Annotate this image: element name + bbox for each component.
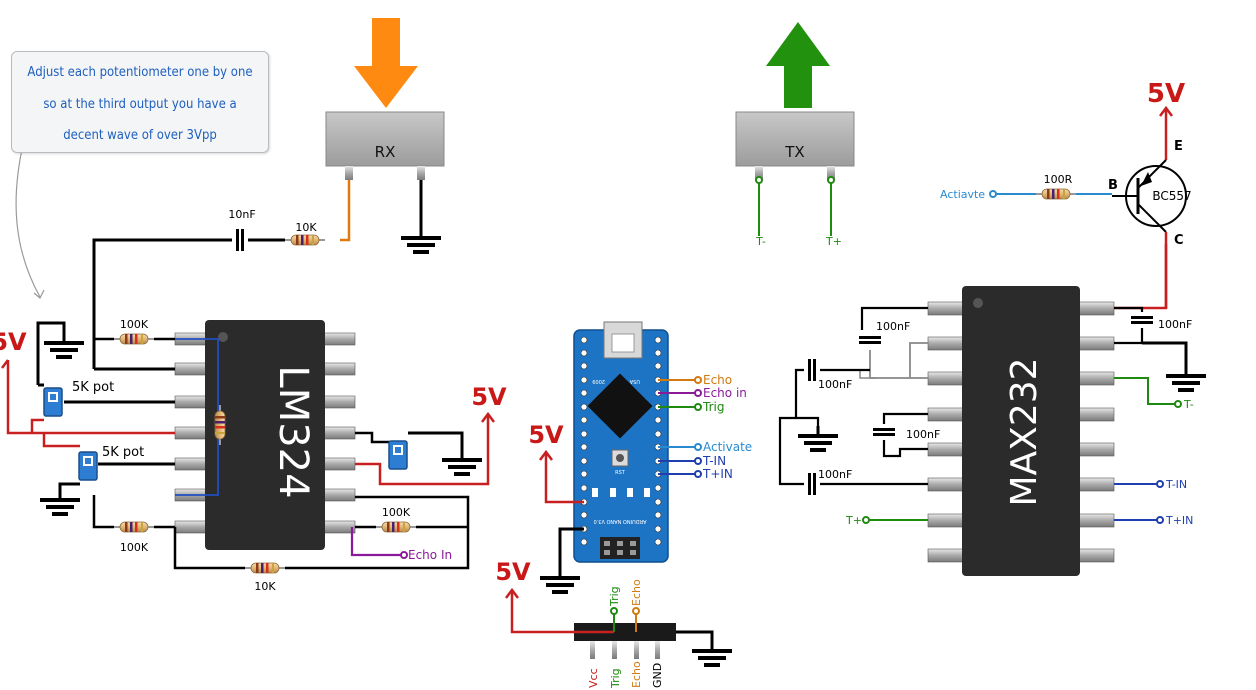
pot-5k-bottom[interactable] [78,451,98,481]
pot-5k-bottom-label: 5K pot [102,445,144,460]
r-feedback-100k-label: 100K [120,541,149,554]
svg-text:USA: USA [629,378,640,384]
sensor-top-trig: Trig [608,586,621,607]
max-cap-2 [808,359,816,381]
max-cap-1-label: 100nF [876,320,910,333]
transistor-c: C [1174,233,1184,248]
cap-10nf-label: 10nF [228,208,255,221]
svg-text:2009: 2009 [592,378,605,384]
tx-label: TX [784,143,804,161]
rx-label: RX [375,143,396,161]
note-line-2: so at the third output you have a [43,97,237,112]
note-line-1: Adjust each potentiometer one by one [27,65,253,80]
max-cap-3 [873,428,895,436]
tx-pin-pos: T+ [825,235,842,248]
transistor-e: E [1174,139,1183,154]
sensor-5v: 5V [495,558,531,586]
max-t-pos: T+ [845,514,862,527]
note-line-3: decent wave of over 3Vpp [63,128,217,143]
rx-resistor-label: 10K [295,221,317,234]
potentiometer-note: Adjust each potentiometer one by one so … [11,51,269,153]
transistor-5v: 5V [1147,79,1185,109]
max232-chip [962,286,1080,576]
nano-activate: Activate [703,440,752,454]
tx-arrow-icon [766,22,830,108]
lm324-v-left: 5V [0,328,27,356]
nano-icsp [600,537,640,559]
nano-trig: Trig [702,400,724,414]
r-input-100k-label: 100K [120,318,149,331]
pot-right[interactable] [388,440,408,470]
max-cap-4 [808,473,816,495]
lm324-chip [205,320,325,550]
nano-mcu-chip [587,373,653,439]
lm324-v-right: 5V [471,383,507,411]
nano-5v: 5V [528,421,564,449]
tx-module [735,111,855,167]
nano-echo-in: Echo in [703,386,747,400]
transistor-activate: Actiavte [940,188,985,201]
r-output-10k-label: 10K [254,580,276,593]
r-feedback2-100k-label: 100K [382,506,411,519]
r-feedback-100k [113,521,155,533]
max-t-neg: T- [1183,398,1194,411]
max232-label: MAX232 [1004,357,1045,506]
nano-header-pins [580,336,662,546]
sensor-pin-trig: Trig [609,668,622,689]
pot-5k-top[interactable] [43,387,63,417]
lm324-echo-in: Echo In [408,548,452,562]
tx-pin-neg: T- [755,235,766,248]
pot-5k-top-label: 5K pot [72,380,114,395]
ultrasonic-sensor [574,623,676,641]
base-resistor-100r [1035,188,1077,200]
sensor-pin-gnd: GND [651,663,664,688]
r-output-10k [244,562,286,574]
max-cap-4-label: 100nF [818,468,852,481]
r-input-100k [113,333,155,345]
max-cap-2-label: 100nF [818,378,852,391]
sensor-pin-vcc: Vcc [587,668,600,688]
arduino-nano-board [573,329,669,563]
cap-10nf [236,229,244,251]
rx-arrow-icon [354,18,418,108]
transistor-b: B [1108,178,1118,193]
nano-t-in-neg: T-IN [702,454,726,468]
sensor-top-echo: Echo [630,579,643,606]
max-t-in-pos: T+IN [1165,514,1193,527]
max-cap-3-label: 100nF [906,428,940,441]
r-feedback2-100k [375,521,417,533]
max-cap-5 [1131,316,1153,324]
rx-resistor [284,234,326,246]
max-t-in-neg: T-IN [1165,478,1187,491]
svg-text:RST: RST [615,470,626,476]
sensor-pin-echo: Echo [630,661,643,688]
lm324-label: LM324 [270,365,316,498]
max-cap-5-label: 100nF [1158,318,1192,331]
nano-echo: Echo [703,373,732,387]
base-resistor-label: 100R [1044,173,1073,186]
max-cap-1 [859,336,881,344]
rx-module [325,111,445,167]
transistor-label: BC557 [1152,189,1191,203]
nano-board-text: ARDUINO NANO V3.0 [594,518,647,524]
nano-t-in-pos: T+IN [702,467,733,481]
